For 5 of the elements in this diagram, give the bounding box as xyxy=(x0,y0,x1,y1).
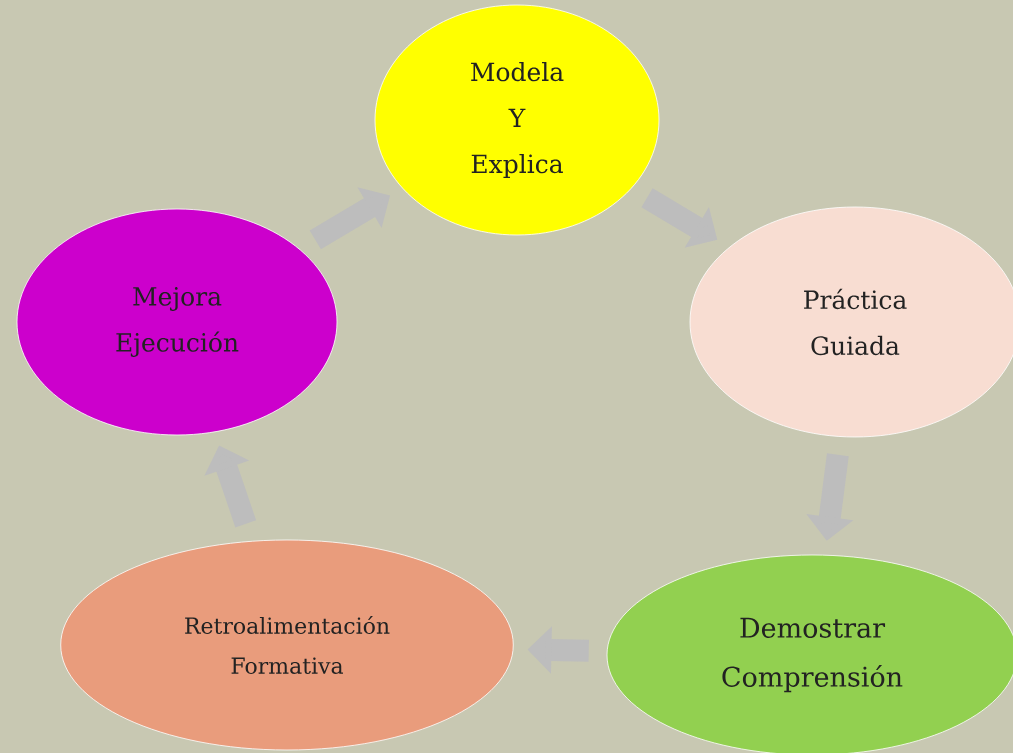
ellipse-node: Demostrar Comprensión xyxy=(606,554,1013,753)
ellipse-node: Retroalimentación Formativa xyxy=(60,539,514,751)
ellipse-node: Mejora Ejecución xyxy=(16,208,338,436)
ellipse-node: Práctica Guiada xyxy=(689,206,1013,438)
ellipse-node: Modela Y Explica xyxy=(374,4,660,236)
